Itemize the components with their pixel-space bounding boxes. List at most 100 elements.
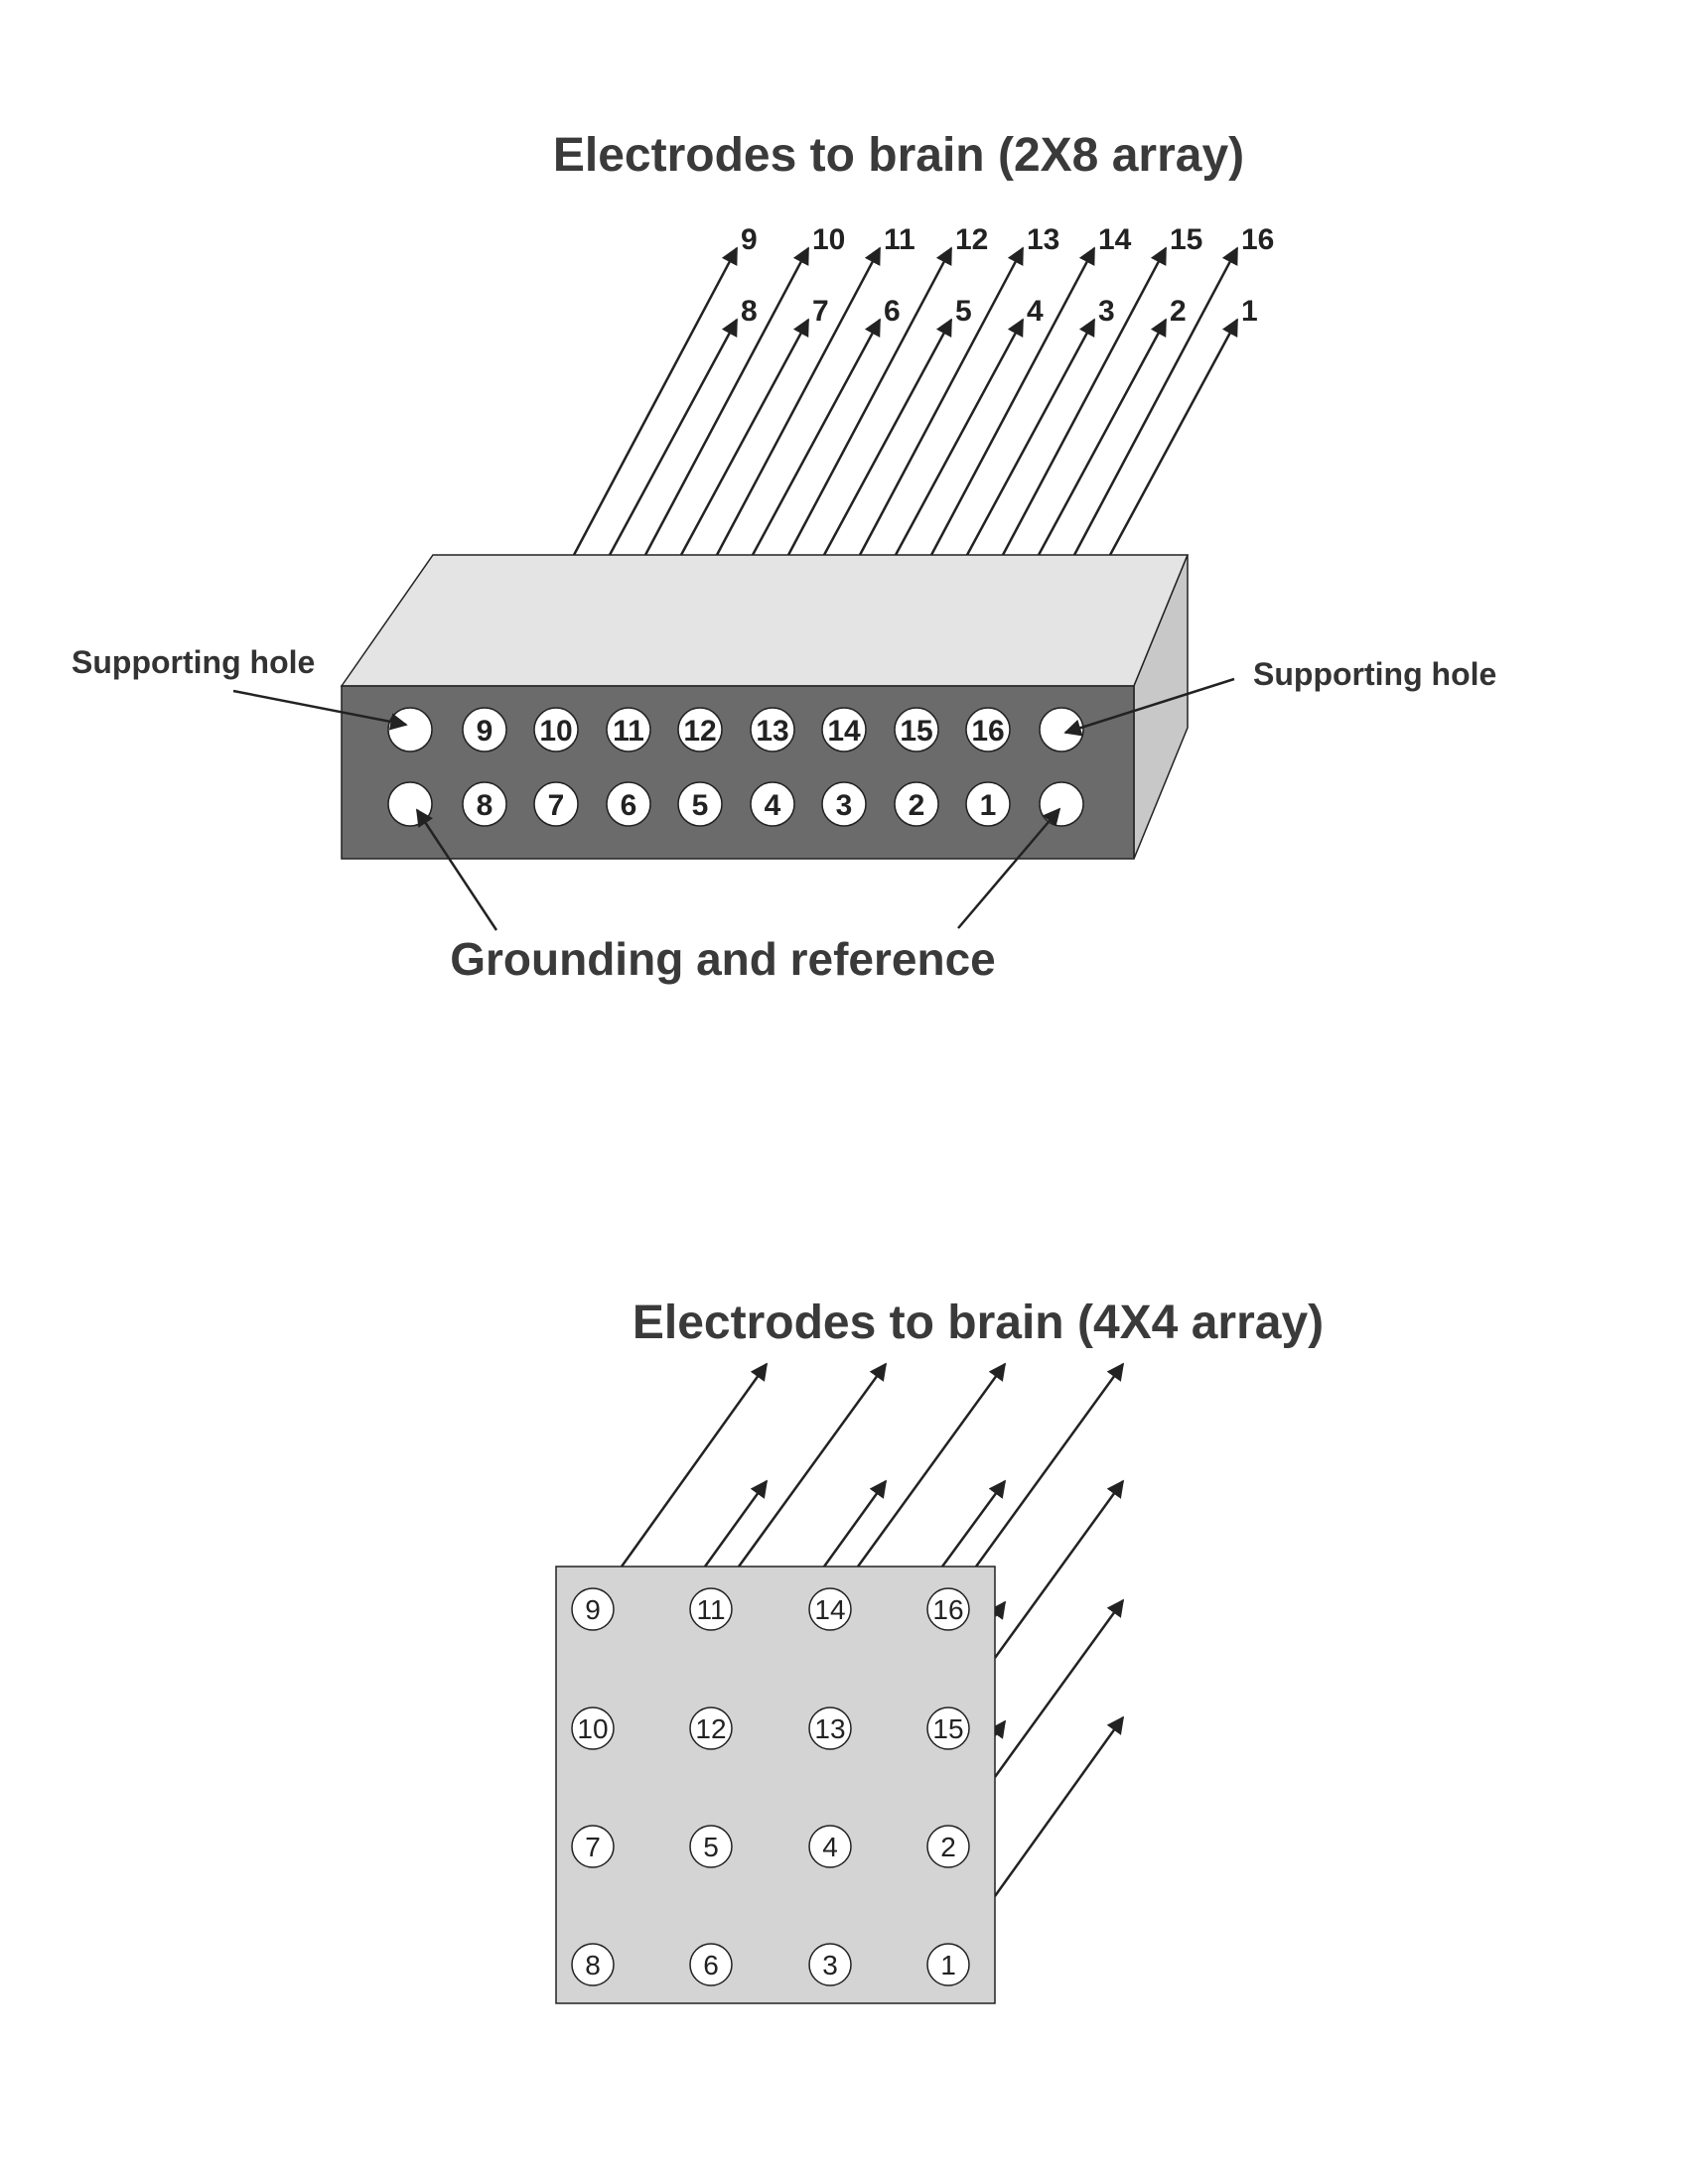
electrode-wire	[822, 1479, 888, 1568]
pin-label: 3	[822, 1950, 838, 1980]
wire-label-upper: 15	[1170, 223, 1202, 256]
pin-circle	[689, 1587, 733, 1631]
grid-pin: 15	[926, 1706, 970, 1750]
lower-row-pin: 7	[533, 781, 579, 827]
pin-label: 9	[585, 1594, 601, 1625]
electrode-wire-lower	[894, 318, 1025, 556]
pin-circle	[821, 781, 867, 827]
pin-label: 11	[613, 715, 644, 748]
connector-4x4-face	[555, 1566, 996, 2004]
pin-circle	[926, 1706, 970, 1750]
pin-label: 9	[477, 715, 493, 748]
pin-label: 15	[932, 1713, 963, 1744]
pin-label: 7	[548, 789, 565, 822]
electrode-wire	[856, 1362, 1007, 1568]
connector-top-face	[340, 554, 1190, 687]
supporting-hole-right	[1039, 707, 1084, 752]
leader-line-right-hole	[1063, 677, 1235, 737]
wire-label-upper: 9	[741, 223, 758, 256]
pin-label: 16	[932, 1594, 963, 1625]
electrode-wire-upper	[929, 246, 1096, 556]
electrode-wire	[737, 1362, 888, 1568]
wire-label-lower: 5	[955, 295, 972, 328]
grid-pin: 14	[808, 1587, 852, 1631]
pin-circle	[808, 1587, 852, 1631]
electrode-wire-lower	[1037, 318, 1168, 556]
pin-label: 5	[703, 1832, 719, 1862]
pin-label: 11	[696, 1594, 725, 1625]
pin-label: 8	[477, 789, 493, 822]
pin-circle	[750, 781, 795, 827]
wire-label-upper: 12	[955, 223, 988, 256]
grid-pin: 9	[571, 1587, 615, 1631]
wire-label-upper: 11	[884, 223, 915, 256]
pin-label: 1	[980, 789, 997, 822]
pin-circle	[462, 781, 507, 827]
wire-label-upper: 13	[1027, 223, 1059, 256]
pin-label: 4	[765, 789, 781, 822]
electrode-wires-4x4	[620, 1362, 1125, 1897]
pin-circle	[808, 1943, 852, 1986]
electrode-wire-upper	[643, 246, 810, 556]
upper-row-pin: 12	[677, 707, 723, 752]
upper-row-pin: 14	[821, 707, 867, 752]
pin-label: 2	[909, 789, 925, 822]
grid-pin: 16	[926, 1587, 970, 1631]
pin-circle	[462, 707, 507, 752]
pin-circle	[689, 1706, 733, 1750]
lower-row-pin: 6	[606, 781, 651, 827]
electrode-wire-upper	[786, 246, 953, 556]
pin-label: 10	[539, 715, 572, 748]
pin-circle	[571, 1706, 615, 1750]
pin-circle	[926, 1943, 970, 1986]
electrode-wire-upper	[1072, 246, 1239, 556]
lower-row-pin: 1	[965, 781, 1011, 827]
wire-label-upper: 16	[1241, 223, 1274, 256]
pin-label: 5	[692, 789, 709, 822]
grid-pin: 7	[571, 1825, 615, 1868]
title-4x4: Electrodes to brain (4X4 array)	[633, 1297, 1324, 1349]
pin-circle	[571, 1587, 615, 1631]
lower-row-pin: 5	[677, 781, 723, 827]
electrode-wire-lower	[1108, 318, 1239, 556]
pin-circle	[894, 707, 939, 752]
wire-label-lower: 6	[884, 295, 901, 328]
pin-circle	[894, 781, 939, 827]
pin-label: 1	[940, 1950, 956, 1980]
pin-circle	[571, 1943, 615, 1986]
pin-circle	[965, 781, 1011, 827]
pin-circle	[926, 1825, 970, 1868]
grounding-reference-label: Grounding and reference	[450, 933, 996, 985]
electrode-wire	[974, 1362, 1125, 1568]
grid-pin: 5	[689, 1825, 733, 1868]
grid-pin: 12	[689, 1706, 733, 1750]
pin-label: 6	[703, 1950, 719, 1980]
electrode-wire	[988, 1600, 1007, 1620]
pin-label: 2	[940, 1832, 956, 1862]
electrode-wire-lower	[679, 318, 810, 556]
pin-circle	[689, 1943, 733, 1986]
lower-row-pin: 3	[821, 781, 867, 827]
pin-label: 13	[814, 1713, 845, 1744]
pin-label: 16	[971, 715, 1004, 748]
grid-pin: 4	[808, 1825, 852, 1868]
electrode-wire-lower	[822, 318, 953, 556]
pin-label: 12	[683, 715, 716, 748]
pin-circle	[533, 707, 579, 752]
pin-label: 15	[900, 715, 932, 748]
pin-label: 7	[585, 1832, 601, 1862]
pin-label: 14	[827, 715, 861, 748]
leader-line-grounding	[415, 808, 498, 931]
wire-label-lower: 3	[1098, 295, 1115, 328]
pin-circle	[926, 1587, 970, 1631]
title-2x8: Electrodes to brain (2X8 array)	[553, 129, 1244, 182]
pin-circle	[571, 1825, 615, 1868]
pin-circle	[689, 1825, 733, 1868]
electrode-wire-lower	[965, 318, 1096, 556]
electrode-wire	[703, 1479, 769, 1568]
lower-row-pin: 4	[750, 781, 795, 827]
leader-line-reference	[957, 807, 1061, 929]
